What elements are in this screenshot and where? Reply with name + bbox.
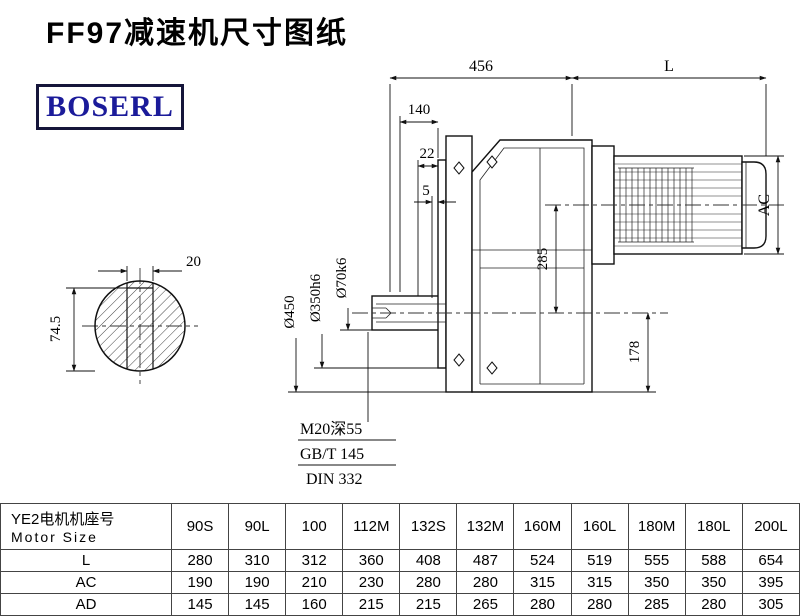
column-header: 160L — [570, 503, 629, 550]
dim-key-width-label: 20 — [186, 254, 201, 270]
dim-shaft-diameter-label: Ø70k6 — [334, 257, 350, 298]
table-cell: 265 — [456, 593, 515, 616]
column-header: 100 — [285, 503, 344, 550]
table-cell: 230 — [342, 571, 401, 594]
table-cell: 280 — [456, 571, 515, 594]
dimension-lines — [66, 75, 784, 466]
column-header: 160M — [513, 503, 572, 550]
page-title: FF97减速机尺寸图纸 — [46, 17, 349, 50]
table-cell: 360 — [342, 549, 401, 572]
table-cell: 519 — [570, 549, 629, 572]
table-cell: 350 — [684, 571, 743, 594]
table-cell: 555 — [627, 549, 686, 572]
brand-logo-text: BOSERL — [46, 90, 174, 123]
table-cell: 654 — [741, 549, 800, 572]
table-cell: 190 — [170, 571, 230, 594]
table-cell: 160 — [285, 593, 344, 616]
table-cell: 487 — [456, 549, 515, 572]
dimension-drawing: 456 L 140 22 5 AC 285 178 Ø450 Ø350h6 Ø7… — [48, 58, 784, 488]
row-label: AC — [0, 571, 172, 594]
motor-size-label-en: Motor Size — [11, 529, 98, 545]
table-cell: 350 — [627, 571, 686, 594]
column-header: 112M — [342, 503, 401, 550]
table-cell: 210 — [285, 571, 344, 594]
table-cell: 145 — [170, 593, 230, 616]
table-cell: 305 — [741, 593, 800, 616]
table-cell: 280 — [170, 549, 230, 572]
column-header: 200L — [741, 503, 800, 550]
dim-140-label: 140 — [408, 102, 431, 118]
note-din: DIN 332 — [306, 471, 362, 488]
gear-housing — [471, 139, 593, 393]
shaft-end-view — [94, 280, 186, 372]
brand-logo: BOSERL — [36, 84, 184, 130]
note-gb: GB/T 145 — [300, 446, 364, 463]
gearbox-side-view — [371, 135, 767, 393]
table-cell: 145 — [228, 593, 287, 616]
table-cell: 215 — [399, 593, 458, 616]
row-label: L — [0, 549, 172, 572]
table-cell: 190 — [228, 571, 287, 594]
table-cell: 315 — [513, 571, 572, 594]
row-label: AD — [0, 593, 172, 616]
column-header: 90L — [228, 503, 287, 550]
table-cell: 315 — [570, 571, 629, 594]
dim-285-label: 285 — [535, 248, 551, 271]
column-header: 180M — [627, 503, 686, 550]
dim-key-height-label: 74.5 — [48, 316, 64, 342]
table-cell: 408 — [399, 549, 458, 572]
dim-AC-label: AC — [756, 194, 773, 216]
bolt-marks — [453, 155, 498, 375]
flange-spigot — [437, 159, 447, 369]
internal-details — [372, 147, 747, 385]
column-header: 132S — [399, 503, 458, 550]
table-cell: 588 — [684, 549, 743, 572]
dim-flange-diameter-label: Ø450 — [282, 295, 298, 328]
dim-L-label: L — [664, 58, 674, 75]
column-header: 90S — [170, 503, 230, 550]
column-header: 180L — [684, 503, 743, 550]
table-cell: 280 — [399, 571, 458, 594]
dimension-texts: 456 L 140 22 5 AC 285 178 Ø450 Ø350h6 Ø7… — [48, 58, 773, 488]
dim-22-label: 22 — [420, 146, 435, 162]
column-header: 132M — [456, 503, 515, 550]
table-cell: 215 — [342, 593, 401, 616]
keyway-lines — [126, 283, 154, 369]
table-cell: 524 — [513, 549, 572, 572]
table-cell: 280 — [570, 593, 629, 616]
motor-size-label-cn: YE2电机机座号 — [11, 511, 115, 528]
dim-456-label: 456 — [469, 58, 493, 75]
shaft-section-circle — [94, 280, 186, 372]
dim-178-label: 178 — [627, 341, 643, 364]
note-tap: M20深55 — [300, 420, 362, 438]
table-cell: 280 — [513, 593, 572, 616]
dim-5-label: 5 — [422, 183, 430, 199]
table-cell: 395 — [741, 571, 800, 594]
table-cell: 280 — [684, 593, 743, 616]
table-cell: 312 — [285, 549, 344, 572]
dim-spigot-diameter-label: Ø350h6 — [308, 273, 324, 322]
table-cell: 285 — [627, 593, 686, 616]
table-cell: 310 — [228, 549, 287, 572]
